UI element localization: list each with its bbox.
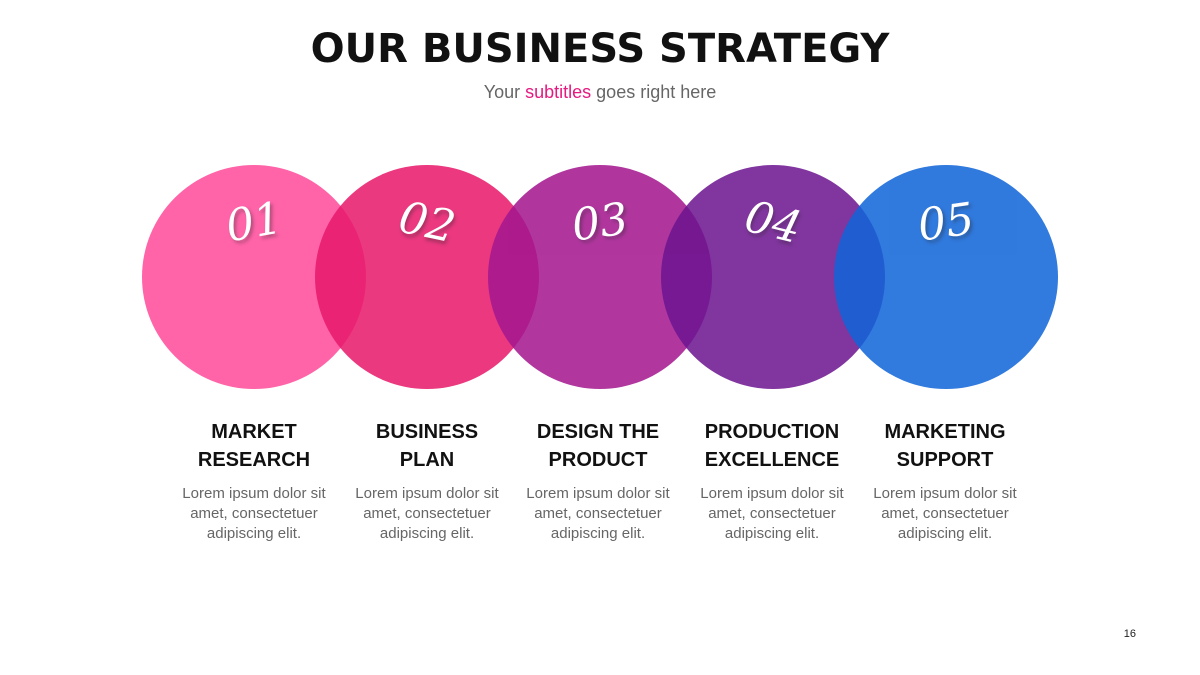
step-description-1: Lorem ipsum dolor sit amet, consectetuer…: [182, 485, 326, 542]
step-label-3: DESIGN THE PRODUCT: [536, 421, 660, 471]
step-label-4: PRODUCTION EXCELLENCE: [704, 421, 840, 471]
step-description-3: Lorem ipsum dolor sit amet, consectetuer…: [526, 485, 670, 542]
step-number-5: 05: [914, 193, 978, 252]
step-circle-5: 05: [834, 165, 1058, 389]
subtitle-text-start: Your: [483, 82, 526, 102]
page-number: 16: [1123, 628, 1136, 640]
slide-title: OUR BUSINESS STRATEGY: [310, 26, 890, 72]
subtitle-highlight: subtitles: [525, 82, 592, 102]
step-label-2: BUSINESS PLAN: [375, 421, 479, 471]
step-label-5: MARKETING SUPPORT: [884, 421, 1006, 471]
slide-subtitle: Your subtitles goes right here: [0, 82, 1200, 103]
step-description-4: Lorem ipsum dolor sit amet, consectetuer…: [700, 485, 844, 542]
subtitle-text-end: goes right here: [591, 82, 717, 102]
step-label-1: MARKET RESEARCH: [197, 421, 311, 471]
step-description-5: Lorem ipsum dolor sit amet, consectetuer…: [873, 485, 1017, 542]
step-description-2: Lorem ipsum dolor sit amet, consectetuer…: [355, 485, 499, 542]
